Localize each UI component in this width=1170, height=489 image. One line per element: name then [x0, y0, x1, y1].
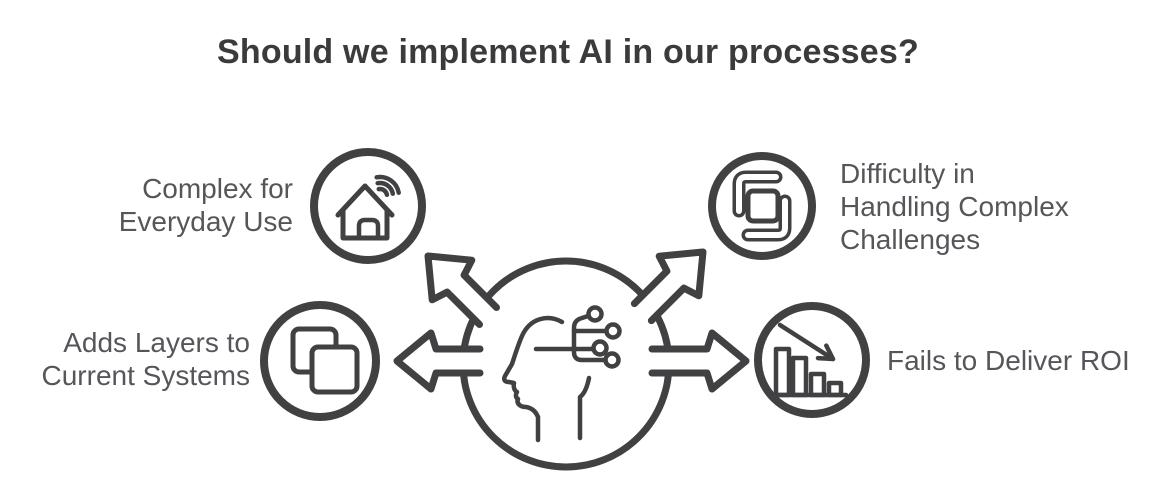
label-difficulty-handling-complex-challenges: Difficulty in Handling Complex Challenge… [840, 158, 1069, 255]
arrow-left [393, 329, 484, 393]
arrow-top-left [424, 252, 500, 328]
declining-bar-chart-icon [754, 302, 870, 418]
process-layers-icon [708, 152, 816, 260]
head-circuit-icon [501, 305, 622, 443]
label-adds-layers-to-current-systems: Adds Layers to Current Systems [41, 327, 251, 391]
label-fails-to-deliver-roi: Fails to Deliver ROI [887, 345, 1130, 376]
central-node [459, 257, 673, 471]
smart-home-icon [310, 148, 426, 264]
arrows [393, 248, 750, 393]
arrow-right [648, 329, 750, 393]
overlapping-squares-icon [260, 301, 380, 421]
label-complex-for-everyday-use: Complex for Everyday Use [118, 173, 293, 237]
page-title: Should we implement AI in our processes? [217, 33, 919, 71]
smart-home-ring [310, 148, 426, 264]
arrow-top-right [630, 248, 707, 325]
central-circle [459, 257, 673, 471]
